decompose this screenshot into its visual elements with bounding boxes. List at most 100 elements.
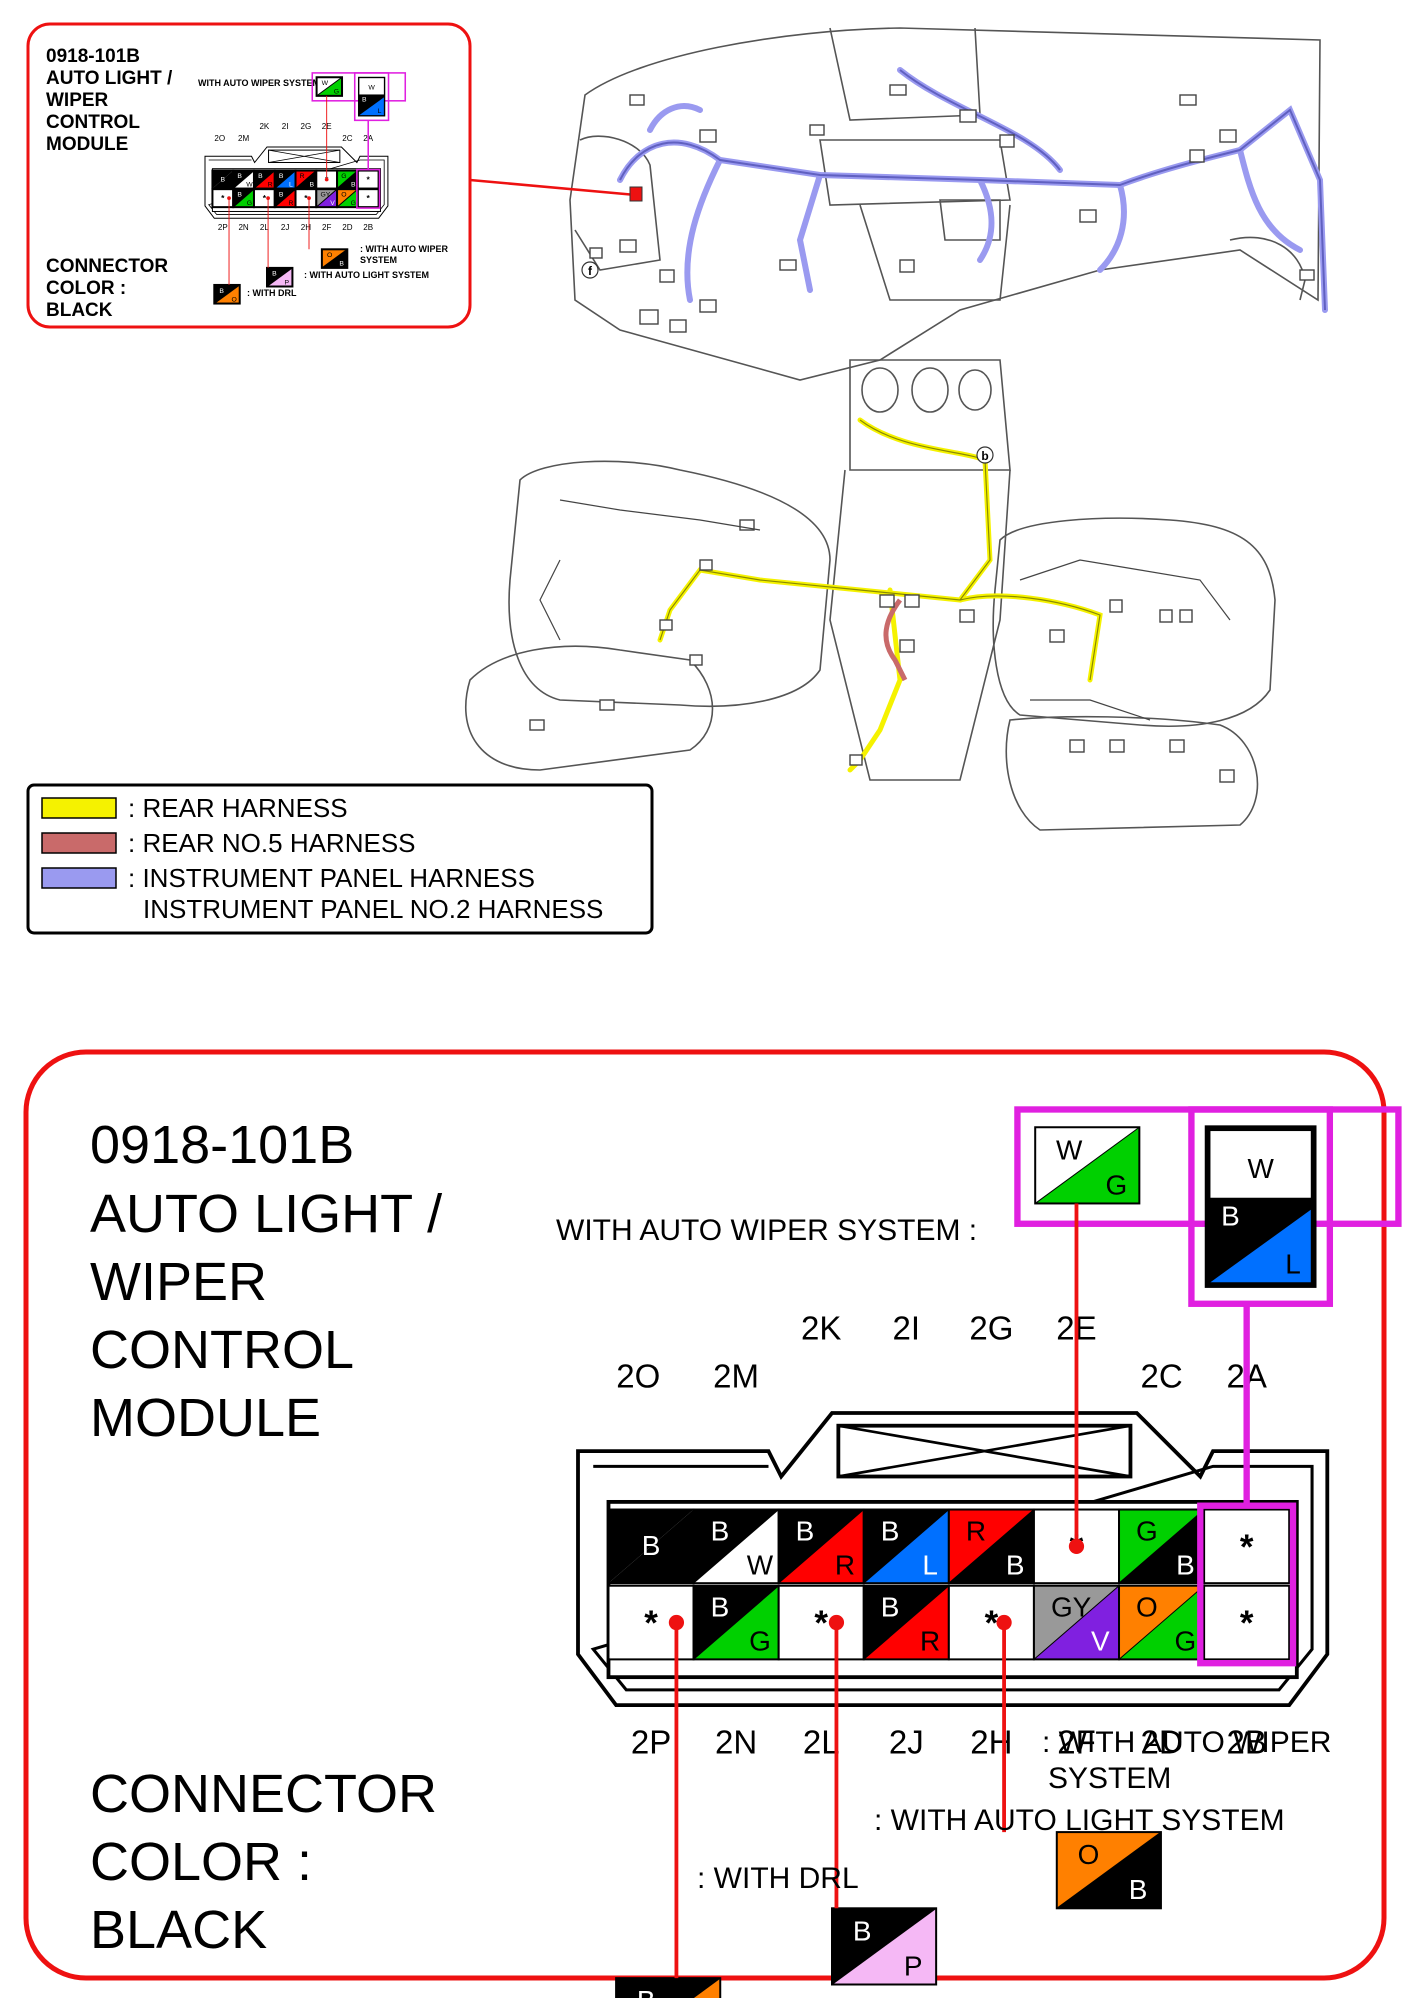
detail-notes: : WITH AUTO WIPER SYSTEM : WITH AUTO LIG… xyxy=(697,1726,1331,1895)
inset-bottom-pin-label: 2J xyxy=(281,223,290,232)
inset-pin-2N: BG xyxy=(232,188,255,209)
inset-pin-2B: * xyxy=(356,188,380,209)
inset-title-line-1: AUTO LIGHT / xyxy=(46,68,173,89)
inset-title-line-4: MODULE xyxy=(46,134,128,155)
detail-top-pin-label: 2G xyxy=(969,1309,1013,1346)
inset-auto-wiper-2A-wire: WBL xyxy=(357,76,386,117)
detail-title-line-4: MODULE xyxy=(90,1388,321,1448)
detail-auto-wiper-2E-wire-color-2: G xyxy=(1106,1169,1128,1200)
inset-auto-wiper-2E-wire: WG xyxy=(315,76,344,97)
inset-pin-2L-label: * xyxy=(263,193,267,203)
callout-f: f xyxy=(581,261,599,279)
detail-auto-wiper-label: WITH AUTO WIPER SYSTEM : xyxy=(556,1214,977,1247)
detail-pin-2M-color-2: W xyxy=(747,1549,774,1580)
inset-pin-2M: BW xyxy=(232,169,255,190)
inset-auto-wiper-2A-color-3: L xyxy=(378,108,382,115)
inset-color-line-1: CONNECTOR xyxy=(46,256,168,277)
detail-auto-wiper-2H-wire: OB xyxy=(1055,1831,1162,1910)
detail-auto-light-2L-wire: BP xyxy=(831,1907,938,1986)
inset-auto-light-2L-wire: BP xyxy=(266,266,294,288)
detail-auto-wiper-2A-color-2: B xyxy=(1221,1201,1240,1232)
rear-no5-harness xyxy=(883,598,908,682)
detail-auto-light-2L-wire-color-2: P xyxy=(904,1950,923,1981)
inset-pin-2C: GB xyxy=(336,169,359,190)
detail-auto-wiper-2A-color-3: L xyxy=(1285,1248,1301,1279)
legend: : REAR HARNESS : REAR NO.5 HARNESS : INS… xyxy=(41,793,603,924)
detail-bottom-pin-label: 2N xyxy=(715,1723,757,1760)
detail-auto-wiper-2E-wire: WG xyxy=(1034,1126,1141,1205)
inset-pin-2D-color-1: O xyxy=(341,192,346,199)
inset-auto-wiper-2H-wire-color-2: B xyxy=(339,261,344,268)
inset-auto-wiper-label: WITH AUTO WIPER SYSTEM : xyxy=(198,78,326,88)
detail-drl-2P-wire: BO xyxy=(615,1977,722,1998)
detail-pin-2N: BG xyxy=(692,1584,780,1661)
detail-auto-light-2L-wire-color-1: B xyxy=(853,1915,872,1946)
inset-top-pin-label: 2I xyxy=(282,122,289,131)
inset-pin-2I-color-2: L xyxy=(289,181,293,188)
vehicle-interior-outline xyxy=(465,27,1321,831)
inset-auto-wiper-2E-wire-color-2: G xyxy=(334,89,339,96)
detail-bottom-pin-label: 2P xyxy=(631,1723,671,1760)
detail-bottom-pin-label: 2B xyxy=(1226,1723,1266,1760)
inset-pin-2P-label: * xyxy=(221,193,225,203)
detail-bottom-pin-label: 2L xyxy=(803,1723,840,1760)
inset-pin-2N-color-1: B xyxy=(237,192,242,199)
inset-pin-2K-color-2: R xyxy=(268,181,273,188)
inset-note-auto-light: : WITH AUTO LIGHT SYSTEM xyxy=(304,270,429,280)
detail-title-line-2: WIPER xyxy=(90,1252,267,1312)
inset-bottom-pin-label: 2N xyxy=(238,223,248,232)
detail-pin-2K: BR xyxy=(777,1508,865,1585)
inset-pin-2J: BR xyxy=(273,188,297,209)
detail-pin-2D-color-1: O xyxy=(1136,1592,1158,1623)
legend-label-instrument-panel: : INSTRUMENT PANEL HARNESS xyxy=(128,863,535,893)
detail-pin-2L-label: * xyxy=(814,1604,828,1643)
inset-pin-2F-color-1: GY xyxy=(320,192,330,199)
inset-pin-2A-label: * xyxy=(367,175,371,185)
inset-top-pin-label: 2G xyxy=(301,122,312,131)
callout-b: b xyxy=(976,446,994,464)
detail-connector: BBWBRBLRB*GB**BG*BR*GYVOG*2O2M2K2I2G2E2C… xyxy=(576,1106,1402,1998)
detail-pin-2K-color-2: R xyxy=(835,1549,855,1580)
detail-pin-2M-color-1: B xyxy=(711,1515,730,1546)
detail-top-pin-label: 2C xyxy=(1140,1358,1182,1395)
inset-top-pin-label: 2O xyxy=(214,134,225,143)
detail-pin-2A-label: * xyxy=(1240,1528,1254,1567)
detail-pin-2F: GYV xyxy=(1032,1584,1121,1661)
inset-pin-2A: * xyxy=(356,169,380,190)
inset-pin-2I-color-1: B xyxy=(279,173,284,180)
inset-bottom-pin-label: 2H xyxy=(301,223,311,232)
inset-auto-wiper-2H-wire: OB xyxy=(320,248,349,269)
detail-pin-2I-color-2: L xyxy=(922,1549,938,1580)
inset-pin-2L: * xyxy=(252,188,276,209)
detail-note-auto-wiper-2: SYSTEM xyxy=(1048,1762,1171,1795)
inset-pin-2C-color-1: G xyxy=(341,173,346,180)
harness-thin-lines xyxy=(539,499,1231,721)
inset-top-pin-label: 2C xyxy=(342,134,352,143)
detail-pin-2F-color-2: V xyxy=(1091,1626,1110,1657)
detail-pin-2D: OG xyxy=(1118,1584,1206,1661)
inset-pin-2N-color-2: G xyxy=(247,200,252,207)
inset-title: 0918-101B AUTO LIGHT / WIPER CONTROL MOD… xyxy=(46,46,173,155)
inset-pin-2G-color-2: B xyxy=(309,181,314,188)
detail-bottom-pin-label: 2J xyxy=(889,1723,924,1760)
detail-auto-wiper-2A-wire: WBL xyxy=(1204,1125,1317,1288)
inset-pin-2M-color-1: B xyxy=(237,173,242,180)
inset-pin-2F-color-2: V xyxy=(330,200,335,207)
inset-pin-2K-color-1: B xyxy=(258,173,263,180)
inset-color-line-2: COLOR : xyxy=(46,278,126,299)
detail-pin-2I: BL xyxy=(862,1508,950,1585)
detail-note-auto-light: : WITH AUTO LIGHT SYSTEM xyxy=(874,1804,1285,1837)
detail-color-line-1: CONNECTOR xyxy=(90,1764,437,1824)
detail-auto-wiper-2E-wire-color-1: W xyxy=(1056,1134,1083,1165)
inset-drl-2P-wire-color-2: O xyxy=(231,296,236,303)
inset-pin-2C-color-2: B xyxy=(351,181,356,188)
detail-pin-2G-color-2: B xyxy=(1006,1549,1025,1580)
inset-leader-line xyxy=(469,178,637,197)
inset-auto-light-2L-wire-color-2: P xyxy=(285,279,290,286)
detail-bottom-pin-label: 2D xyxy=(1140,1723,1182,1760)
detail-pin-2F-color-1: GY xyxy=(1051,1592,1092,1623)
inset-auto-wiper-2A-color-1: W xyxy=(368,85,375,92)
detail-pin-2B-label: * xyxy=(1240,1604,1254,1643)
legend-swatch-rear-no5 xyxy=(41,832,117,854)
detail-drl-2P-wire-color-1: B xyxy=(637,1985,656,1998)
